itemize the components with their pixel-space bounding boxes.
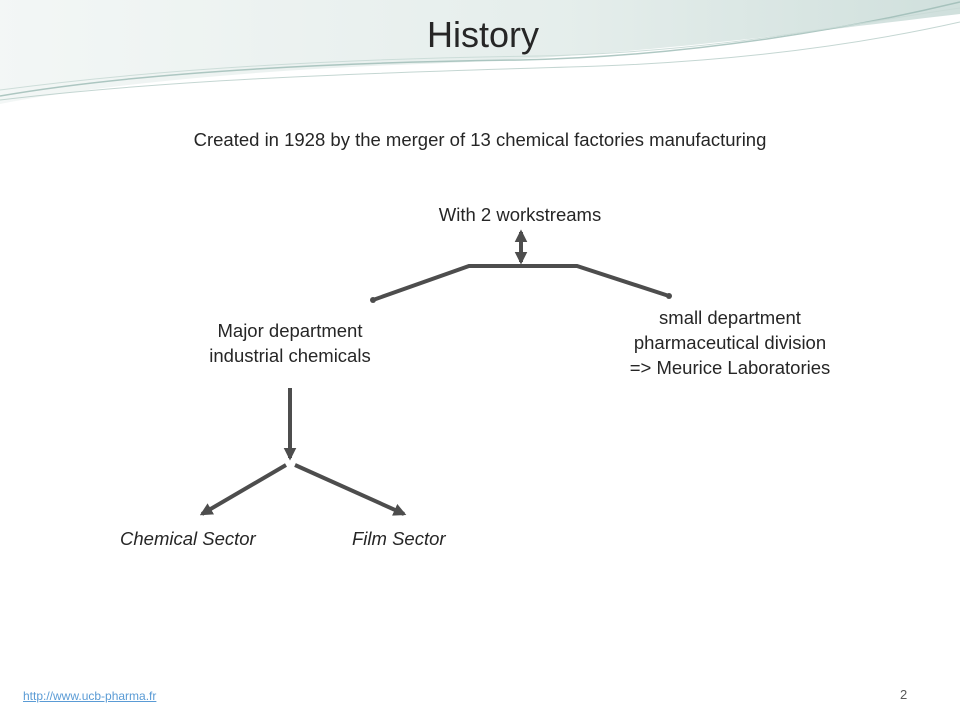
film-sector-label: Film Sector (352, 528, 446, 549)
major-department-line: industrial chemicals (209, 345, 371, 366)
major-department-node: Major department industrial chemicals (160, 318, 420, 368)
chemical-sector-arrow (199, 463, 288, 516)
header-swoosh-line (0, 7, 960, 91)
small-department-line: => Meurice Laboratories (629, 357, 831, 378)
intro-text: Created in 1928 by the merger of 13 chem… (193, 129, 767, 150)
branch-connector (372, 264, 670, 302)
chemical-sector-label: Chemical Sector (120, 528, 256, 549)
small-department-node: small department pharmaceutical division… (580, 305, 880, 380)
connector-end-dot (666, 293, 672, 299)
film-sector-arrow (294, 463, 407, 516)
root-node-label: With 2 workstreams (438, 204, 602, 225)
small-department-line: pharmaceutical division (633, 332, 827, 353)
connector-end-dot (370, 297, 376, 303)
header-swoosh-line (0, 21, 960, 101)
small-department-line: small department (659, 307, 801, 328)
ucb-pharma-link[interactable]: http://www.ucb-pharma.fr (23, 689, 157, 703)
slide-title: History (426, 14, 539, 55)
page-number: 2 (900, 687, 908, 702)
major-department-line: Major department (217, 320, 363, 341)
header-swoosh (0, 0, 960, 104)
